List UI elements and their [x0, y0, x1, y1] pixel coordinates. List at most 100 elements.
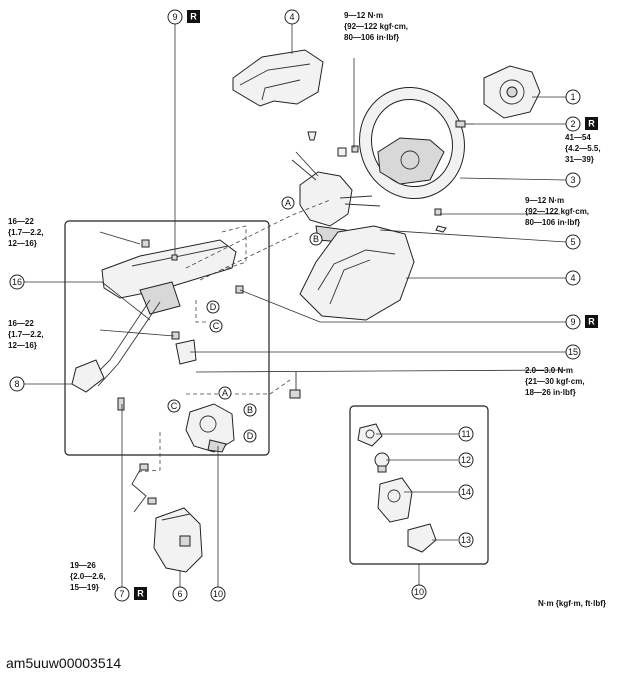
- svg-text:A: A: [222, 388, 228, 398]
- callout-6: 6: [172, 586, 188, 602]
- steering-wheel-bolt: [307, 131, 447, 233]
- svg-text:9: 9: [172, 12, 177, 22]
- torque-spec-15: 2.0—3.0 N·m {21—30 kgf·cm, 18—26 in·lbf}: [525, 366, 585, 397]
- svg-text:9—12 N·m: 9—12 N·m: [525, 196, 564, 205]
- dashed-guide-e: [186, 379, 291, 395]
- torque-spec-top: 9—12 N·m {92—122 kgf·cm, 80—106 in·lbf}: [344, 11, 408, 42]
- svg-text:9—12 N·m: 9—12 N·m: [344, 11, 383, 20]
- units-label: N·m {kgf·m, ft·lbf}: [538, 599, 606, 608]
- replace-mark-7: R: [134, 587, 147, 600]
- lower-column-cover: [299, 225, 415, 321]
- leader-lines: [24, 24, 567, 590]
- svg-text:4: 4: [289, 12, 294, 22]
- steering-wheel: [359, 86, 465, 200]
- torque-spec-left-mid: 16—22 {1.7—2.2, 12—16}: [8, 319, 44, 350]
- svg-text:R: R: [190, 12, 197, 22]
- callout-10-detail: 10: [411, 584, 427, 600]
- letter-marker-b-lower: B: [243, 403, 257, 417]
- part-12-bulb: [374, 452, 390, 473]
- svg-text:41—54: 41—54: [565, 133, 591, 142]
- callout-8: 8: [9, 376, 25, 392]
- callout-15: 15: [565, 344, 581, 360]
- svg-text:16—22: 16—22: [8, 217, 34, 226]
- svg-text:R: R: [137, 589, 144, 599]
- upper-column-cover: [232, 49, 324, 107]
- svg-text:10: 10: [414, 587, 424, 597]
- svg-text:15—19}: 15—19}: [70, 583, 99, 592]
- callout-10-column: 10: [210, 586, 226, 602]
- wire-harness: [131, 372, 301, 513]
- torque-spec-2: 41—54 {4.2—5.5, 31—39}: [565, 133, 601, 164]
- svg-text:80—106 in·lbf}: 80—106 in·lbf}: [525, 218, 580, 227]
- callout-4-lower: 4: [565, 270, 581, 286]
- svg-text:2.0—3.0 N·m: 2.0—3.0 N·m: [525, 366, 573, 375]
- letter-marker-b-upper: B: [309, 232, 323, 246]
- callout-9-top: 9: [167, 9, 183, 25]
- svg-text:12: 12: [461, 455, 471, 465]
- callout-1: 1: [565, 89, 581, 105]
- replace-mark-9-right: R: [585, 315, 598, 328]
- dashed-guide-a: [185, 199, 331, 269]
- svg-text:D: D: [210, 302, 217, 312]
- dashed-guide-f: [137, 432, 161, 473]
- svg-text:8: 8: [14, 379, 19, 389]
- letter-marker-a-lower: A: [218, 386, 232, 400]
- svg-text:4: 4: [570, 273, 575, 283]
- svg-text:10: 10: [213, 589, 223, 599]
- column-mount-bolts: [117, 239, 244, 411]
- svg-text:31—39}: 31—39}: [565, 155, 594, 164]
- svg-text:B: B: [313, 234, 319, 244]
- svg-text:C: C: [213, 321, 220, 331]
- svg-text:14: 14: [461, 487, 471, 497]
- svg-text:19—26: 19—26: [70, 561, 96, 570]
- svg-text:18—26 in·lbf}: 18—26 in·lbf}: [525, 388, 576, 397]
- svg-text:2: 2: [570, 119, 575, 129]
- svg-text:5: 5: [570, 237, 575, 247]
- letter-marker-c-lower: C: [167, 399, 181, 413]
- torque-spec-right: 9—12 N·m {92—122 kgf·cm, 80—106 in·lbf}: [525, 196, 589, 227]
- replace-mark-2: R: [585, 117, 598, 130]
- column-assembly-frame: [64, 220, 270, 456]
- svg-text:{21—30 kgf·cm,: {21—30 kgf·cm,: [525, 377, 585, 386]
- callout-12: 12: [458, 452, 474, 468]
- combination-switch: [291, 151, 381, 243]
- bolt-2: [455, 120, 474, 128]
- svg-text:{4.2—5.5,: {4.2—5.5,: [565, 144, 601, 153]
- svg-text:{2.0—2.6,: {2.0—2.6,: [70, 572, 106, 581]
- svg-text:11: 11: [461, 429, 470, 439]
- svg-text:{1.7—2.2,: {1.7—2.2,: [8, 330, 44, 339]
- letter-marker-d-lower: D: [243, 429, 257, 443]
- svg-text:C: C: [171, 401, 178, 411]
- svg-text:R: R: [588, 317, 595, 327]
- figure-code: am5uuw00003514: [6, 655, 121, 671]
- callout-13: 13: [458, 532, 474, 548]
- svg-text:16: 16: [12, 277, 22, 287]
- svg-text:3: 3: [570, 175, 575, 185]
- letter-marker-c-upper: C: [209, 319, 223, 333]
- callout-4-top: 4: [284, 9, 300, 25]
- callout-11: 11: [458, 426, 474, 442]
- svg-text:15: 15: [568, 347, 578, 357]
- callout-2: 2: [565, 116, 581, 132]
- driver-airbag-module: [483, 65, 541, 119]
- callout-3: 3: [565, 172, 581, 188]
- svg-text:9: 9: [570, 317, 575, 327]
- svg-text:{1.7—2.2,: {1.7—2.2,: [8, 228, 44, 237]
- letter-marker-a-upper: A: [281, 196, 295, 210]
- svg-text:6: 6: [177, 589, 182, 599]
- steering-lock-assembly: [185, 403, 235, 453]
- steering-column: [71, 239, 237, 393]
- svg-text:1: 1: [570, 92, 575, 102]
- svg-text:{92—122 kgf·cm,: {92—122 kgf·cm,: [344, 22, 408, 31]
- svg-text:12—16}: 12—16}: [8, 341, 37, 350]
- part-13-connector: [407, 523, 437, 553]
- part-11-clip: [357, 423, 383, 447]
- part-14-ignition-switch: [377, 477, 413, 523]
- svg-text:7: 7: [119, 589, 124, 599]
- letter-marker-d-upper: D: [206, 300, 220, 314]
- column-boot-cover: [153, 507, 203, 573]
- dashed-guide-d: [195, 300, 208, 323]
- torque-spec-7: 19—26 {2.0—2.6, 15—19}: [70, 561, 106, 592]
- callout-9-right: 9: [565, 314, 581, 330]
